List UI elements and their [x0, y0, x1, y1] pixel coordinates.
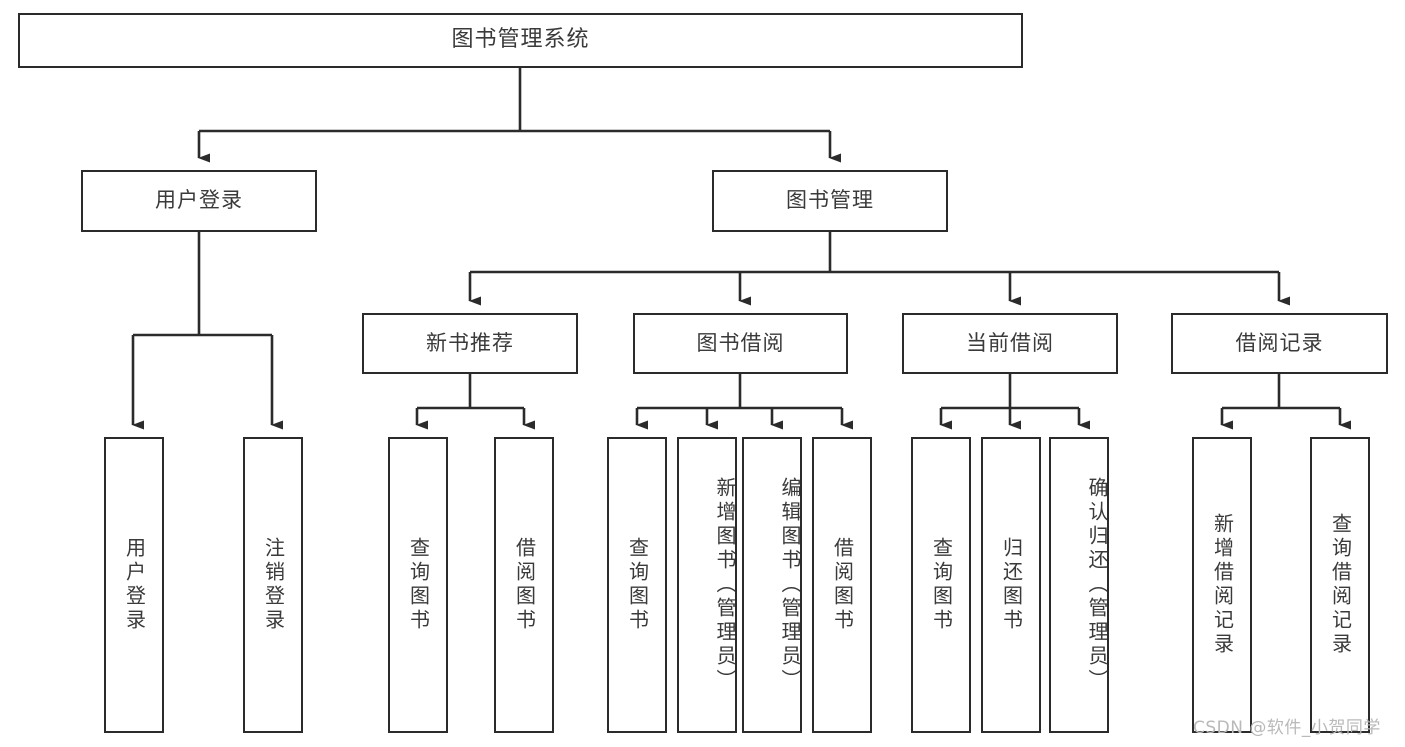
node-label: 新增图书（管理员） — [713, 477, 737, 693]
node-book-management[interactable]: 图书管理 — [712, 170, 948, 232]
node-leaf-add-book-admin[interactable]: 新增图书（管理员） — [677, 437, 737, 733]
node-leaf-query-books-current[interactable]: 查询图书 — [911, 437, 971, 733]
node-leaf-confirm-return-admin[interactable]: 确认归还（管理员） — [1049, 437, 1109, 733]
node-leaf-borrow-books-recommend[interactable]: 借阅图书 — [494, 437, 554, 733]
node-label: 借阅图书 — [512, 537, 537, 633]
node-current-borrowing[interactable]: 当前借阅 — [902, 313, 1118, 374]
node-root-book-management-system[interactable]: 图书管理系统 — [18, 13, 1023, 68]
node-label: 借阅记录 — [1235, 330, 1324, 355]
node-label: 借阅图书 — [830, 537, 855, 633]
node-borrowing-records[interactable]: 借阅记录 — [1171, 313, 1388, 374]
node-label: 新书推荐 — [426, 330, 514, 355]
node-leaf-user-login[interactable]: 用户登录 — [104, 437, 164, 733]
node-book-borrowing[interactable]: 图书借阅 — [633, 313, 848, 374]
node-leaf-query-books-recommend[interactable]: 查询图书 — [388, 437, 448, 733]
node-label: 图书管理 — [786, 188, 874, 213]
node-label: 编辑图书（管理员） — [778, 477, 802, 693]
node-label: 查询借阅记录 — [1328, 513, 1353, 657]
node-leaf-logout[interactable]: 注销登录 — [243, 437, 303, 733]
node-leaf-edit-book-admin[interactable]: 编辑图书（管理员） — [742, 437, 802, 733]
node-leaf-borrow-books[interactable]: 借阅图书 — [812, 437, 872, 733]
node-label: 归还图书 — [999, 537, 1024, 633]
node-label: 当前借阅 — [966, 330, 1054, 355]
node-label: 图书借阅 — [696, 330, 785, 355]
node-new-book-recommendation[interactable]: 新书推荐 — [362, 313, 578, 374]
node-user-login[interactable]: 用户登录 — [81, 170, 317, 232]
node-label: 注销登录 — [261, 537, 286, 633]
node-label: 确认归还（管理员） — [1085, 477, 1109, 693]
node-leaf-add-borrow-record[interactable]: 新增借阅记录 — [1192, 437, 1252, 733]
watermark-csdn: CSDN @软件_小贺同学 — [1193, 718, 1381, 738]
node-leaf-return-books[interactable]: 归还图书 — [981, 437, 1041, 733]
node-label: 查询图书 — [929, 537, 954, 633]
node-label: 图书管理系统 — [451, 27, 590, 53]
node-leaf-query-books-borrow[interactable]: 查询图书 — [607, 437, 667, 733]
node-label: 新增借阅记录 — [1210, 513, 1235, 657]
node-label: 查询图书 — [625, 537, 650, 633]
node-label: 用户登录 — [122, 537, 147, 633]
node-label: 用户登录 — [155, 188, 243, 213]
node-leaf-query-borrow-record[interactable]: 查询借阅记录 — [1310, 437, 1370, 733]
node-label: 查询图书 — [406, 537, 431, 633]
